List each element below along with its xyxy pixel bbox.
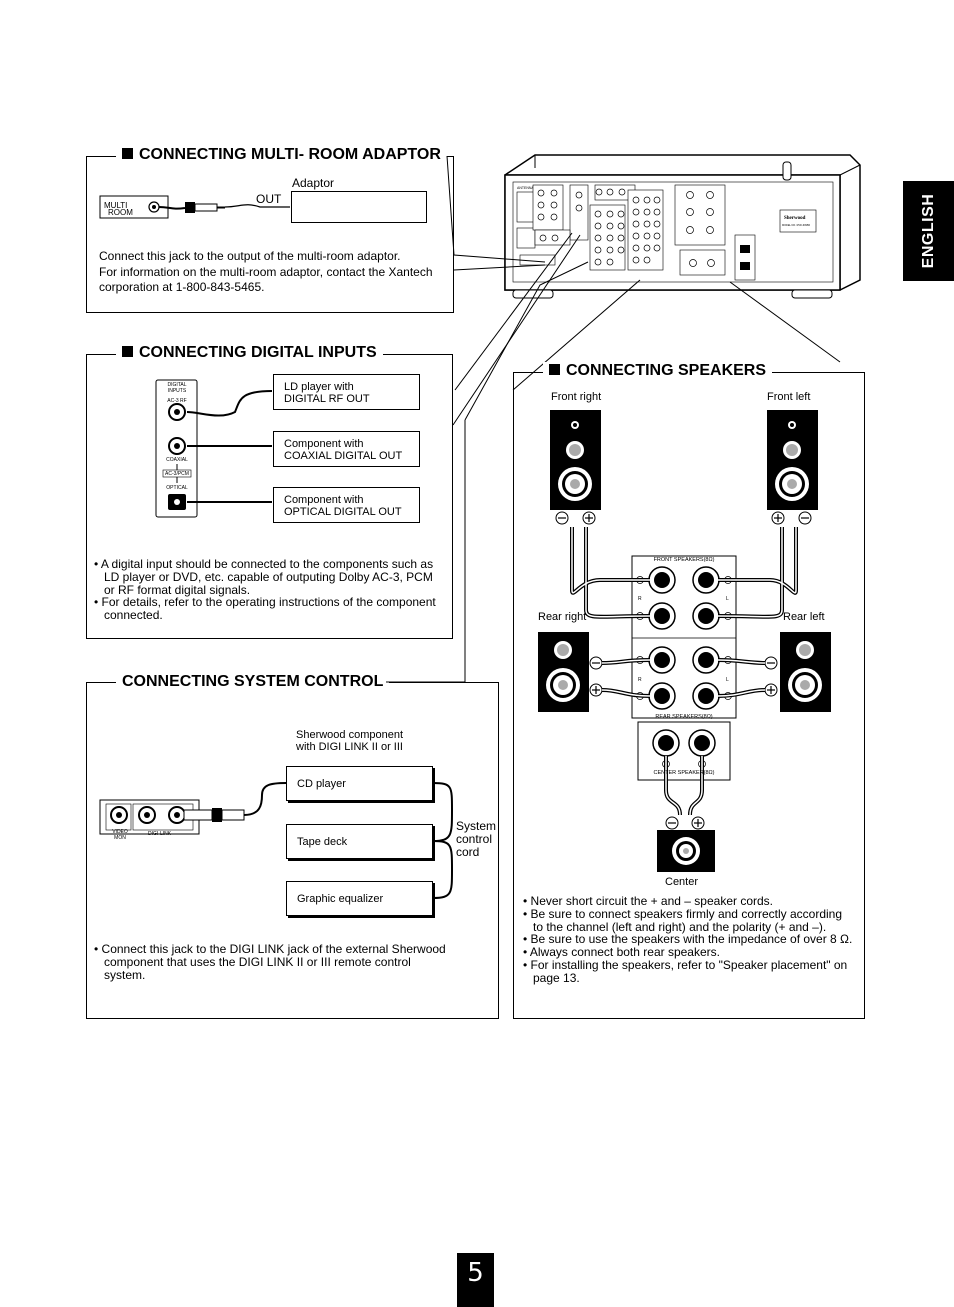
- digital-inputs-panel-label-line1: DIGITAL: [167, 382, 187, 388]
- ld-player-box: LD player with DIGITAL RF OUT: [273, 374, 420, 410]
- speakers-title: CONNECTING SPEAKERS: [543, 362, 773, 380]
- ld-player-box-line2: DIGITAL RF OUT: [284, 393, 370, 405]
- system-control-title-text: CONNECTING SYSTEM CONTROL: [122, 673, 384, 690]
- speaker-terminals: [648, 566, 720, 757]
- digital-inputs-panel: [155, 379, 198, 518]
- multi-room-description-line3: corporation at 1-800-843-5465.: [99, 280, 265, 294]
- digital-inputs-title: CONNECTING DIGITAL INPUTS: [116, 344, 383, 362]
- speaker-note: Be sure to use the speakers with the imp…: [523, 933, 853, 946]
- system-control-note: Connect this jack to the DIGI LINK jack …: [94, 943, 449, 982]
- tape-deck-box: Tape deck: [286, 824, 433, 859]
- front-l-label: L: [726, 596, 729, 602]
- optical-component-box-line2: OPTICAL DIGITAL OUT: [284, 506, 402, 518]
- ld-player-box-line1: LD player with: [284, 381, 354, 393]
- speakers-title-text: CONNECTING SPEAKERS: [566, 362, 767, 379]
- sherwood-component-header: Sherwood component with DIGI LINK II or …: [296, 729, 403, 753]
- front-r-label: R: [638, 596, 642, 602]
- system-control-notes: Connect this jack to the DIGI LINK jack …: [94, 943, 449, 982]
- rear-r-label: R: [638, 677, 642, 683]
- rear-left-label: Rear left: [783, 611, 825, 623]
- multi-room-description-line2: For information on the multi-room adapto…: [99, 264, 433, 279]
- sherwood-component-header-line2: with DIGI LINK II or III: [296, 741, 403, 753]
- system-control-cord-label-line2: control: [456, 832, 493, 846]
- coaxial-component-box-line2: COAXIAL DIGITAL OUT: [284, 450, 403, 462]
- receiver-rear-panel: ANTENNA: [504, 154, 861, 299]
- front-right-label: Front right: [551, 391, 602, 403]
- video-mon-label-line1: VIDEO: [112, 829, 128, 835]
- digital-inputs-note: A digital input should be connected to t…: [94, 558, 439, 597]
- center-speaker: [657, 830, 715, 872]
- center-label: Center: [665, 876, 699, 888]
- optical-jack-label: OPTICAL: [166, 485, 188, 491]
- out-label: OUT: [256, 192, 282, 206]
- speaker-note: For installing the speakers, refer to "S…: [523, 959, 853, 985]
- system-control-cord-label-line3: cord: [456, 845, 480, 859]
- optical-component-box-line1: Component with: [284, 494, 364, 506]
- language-tab: ENGLISH: [903, 181, 954, 281]
- system-control-title: CONNECTING SYSTEM CONTROL: [116, 673, 390, 691]
- digital-inputs-notes: A digital input should be connected to t…: [94, 558, 439, 622]
- speaker-notes: Never short circuit the + and – speaker …: [523, 895, 853, 985]
- front-left-label: Front left: [767, 391, 811, 403]
- rear-l-label: L: [726, 677, 729, 683]
- multi-room-description-line1: Connect this jack to the output of the m…: [99, 249, 401, 263]
- multi-room-diagram: [99, 195, 290, 219]
- front-terminal-label: FRONT SPEAKERS(8Ω): [653, 557, 715, 563]
- multi-room-jack-label-line1: MULTI: [104, 201, 128, 210]
- multi-room-jack-label-line2: ROOM: [108, 208, 133, 217]
- rear-terminal-label: REAR SPEAKERS(8Ω): [655, 714, 713, 720]
- cd-player-box: CD player: [286, 766, 433, 801]
- digi-link-panel: [99, 799, 200, 835]
- rear-left-speaker: [780, 632, 831, 712]
- coaxial-component-box-line1: Component with: [284, 438, 364, 450]
- system-control-cord-label-line1: System: [456, 819, 497, 833]
- coaxial-jack-label: COAXIAL: [166, 457, 188, 463]
- pcm-label: AC-3/PCM: [165, 471, 189, 477]
- adaptor-box: [291, 191, 427, 223]
- front-left-speaker: [767, 410, 818, 510]
- page-number: 5: [457, 1253, 494, 1307]
- system-control-cord-label: System control cord: [456, 820, 496, 859]
- speaker-note: Always connect both rear speakers.: [523, 946, 853, 959]
- adaptor-label: Adaptor: [292, 176, 335, 190]
- center-terminal-label: CENTER SPEAKER(8Ω): [653, 770, 715, 776]
- brand-label: Sherwood: [784, 216, 806, 221]
- digital-inputs-note: For details, refer to the operating inst…: [94, 596, 439, 622]
- coaxial-component-box: Component with COAXIAL DIGITAL OUT: [273, 431, 420, 467]
- digital-inputs-title-text: CONNECTING DIGITAL INPUTS: [139, 344, 377, 361]
- antenna-label: ANTENNA: [517, 186, 534, 190]
- graphic-equalizer-box: Graphic equalizer: [286, 881, 433, 916]
- multi-room-title: CONNECTING MULTI- ROOM ADAPTOR: [116, 146, 447, 164]
- digital-inputs-panel-label-line2: INPUTS: [167, 388, 187, 394]
- multi-room-description: Connect this jack to the output of the m…: [99, 249, 433, 296]
- speaker-note: Be sure to connect speakers firmly and c…: [523, 907, 853, 934]
- rear-right-label: Rear right: [538, 611, 587, 623]
- video-mon-label: VIDEO MON: [108, 829, 132, 841]
- sherwood-component-header-line1: Sherwood component: [296, 729, 404, 741]
- optical-component-box: Component with OPTICAL DIGITAL OUT: [273, 487, 420, 523]
- multi-room-jack-label: MULTI ROOM: [104, 201, 133, 217]
- front-right-speaker: [550, 410, 601, 510]
- video-mon-label-line2: MON: [114, 835, 126, 841]
- rf-jack-label: AC-3 RF: [167, 398, 187, 404]
- speaker-note: Never short circuit the + and – speaker …: [523, 895, 853, 908]
- digital-inputs-panel-label: DIGITAL INPUTS: [160, 382, 194, 394]
- rear-right-speaker: [538, 632, 589, 712]
- multi-room-title-text: CONNECTING MULTI- ROOM ADAPTOR: [139, 146, 441, 163]
- digi-link-label: DIGI-LINK: [148, 831, 172, 837]
- model-label: MODEL NO. RVD-6095R: [782, 224, 810, 227]
